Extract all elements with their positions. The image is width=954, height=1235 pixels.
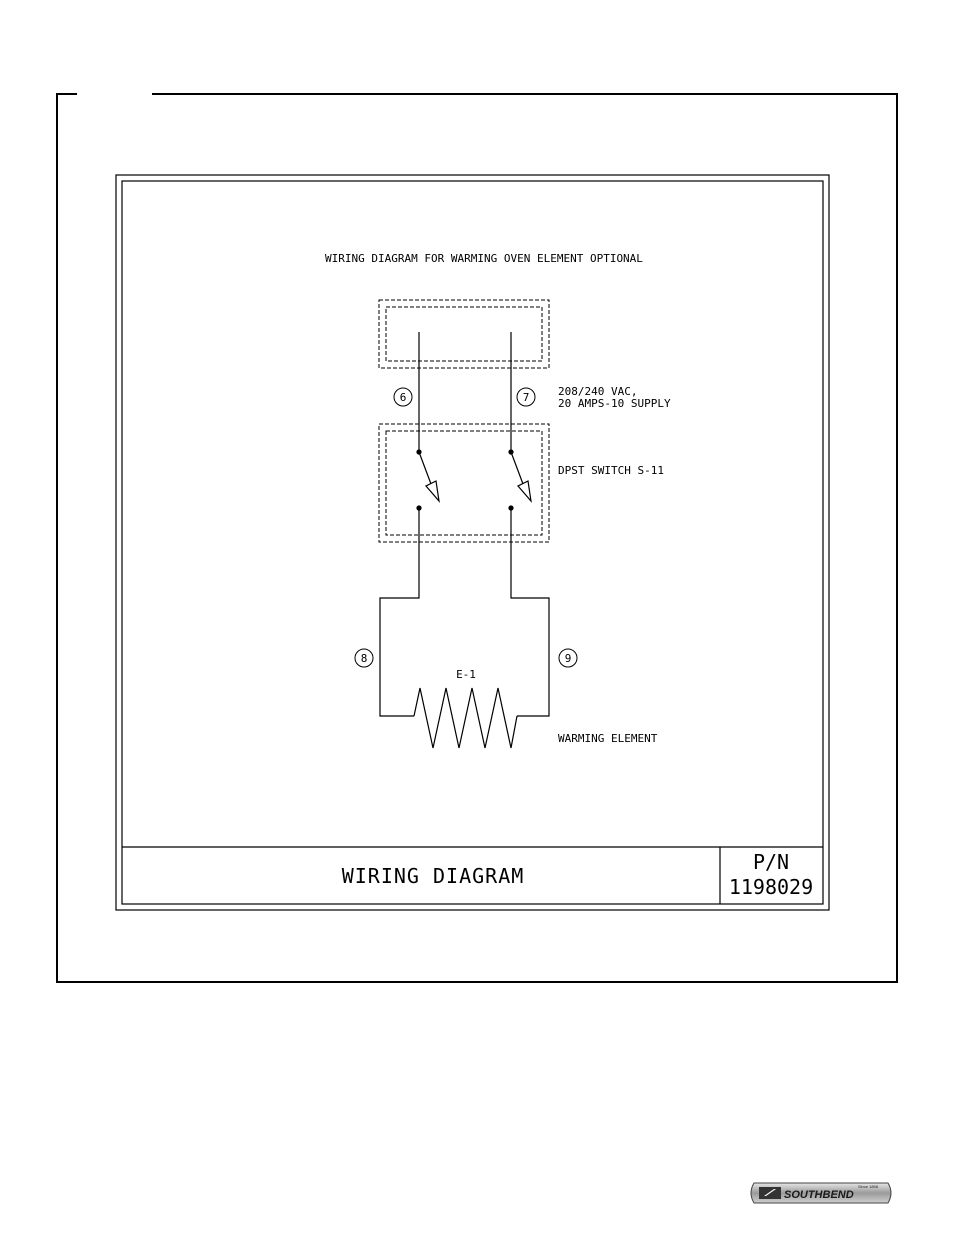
switch-label: DPST SWITCH S-11: [558, 464, 664, 477]
wire-number-7-label: 7: [523, 391, 530, 404]
diagram-heading: WIRING DIAGRAM FOR WARMING OVEN ELEMENT …: [325, 252, 643, 265]
supply-wires: [419, 332, 511, 450]
element-label: WARMING ELEMENT: [558, 732, 658, 745]
supply-label-line2: 20 AMPS-10 SUPPLY: [558, 397, 671, 410]
wire-number-8-label: 8: [361, 652, 368, 665]
logo-tagline-text: Since 1898: [858, 1184, 879, 1189]
wire-number-8: 8: [355, 649, 373, 667]
supply-box: [379, 300, 549, 368]
wire-number-9-label: 9: [565, 652, 572, 665]
warming-element-resistor: [414, 688, 517, 748]
switch-contact-left: [417, 450, 439, 510]
switch-contact-right: [509, 450, 531, 510]
logo-brand-text: SOUTHBEND: [784, 1189, 854, 1201]
wire-number-6-label: 6: [400, 391, 407, 404]
title-block-title: WIRING DIAGRAM: [342, 864, 525, 888]
part-number-value: 1198029: [729, 875, 813, 899]
outer-frame: [57, 94, 897, 982]
wire-number-7: 7: [517, 388, 535, 406]
drawing-frame: [116, 175, 829, 910]
southbend-logo: SOUTHBEND Since 1898: [751, 1183, 891, 1203]
load-wiring: [380, 510, 549, 716]
wire-number-6: 6: [394, 388, 412, 406]
wire-number-9: 9: [559, 649, 577, 667]
part-number-label: P/N: [753, 850, 789, 874]
element-id-label: E-1: [456, 668, 476, 681]
